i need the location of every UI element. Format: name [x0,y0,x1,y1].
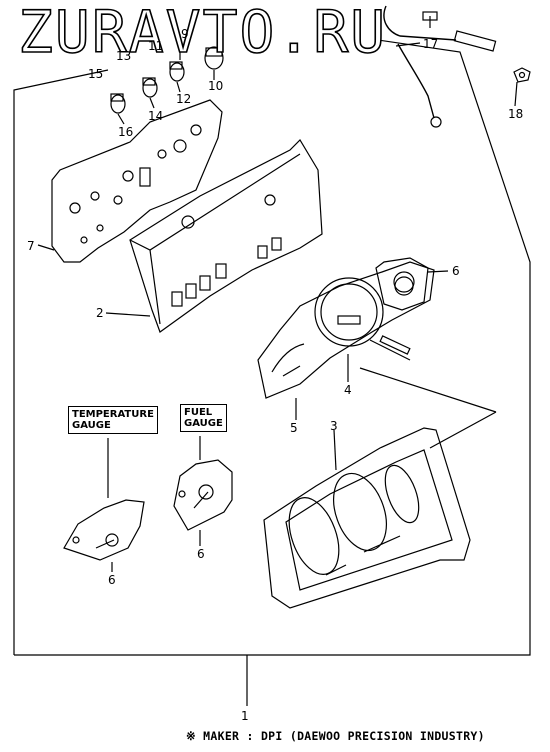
callout-11: 11 [148,39,164,53]
leader-12 [176,81,181,93]
leader-bezel-b [429,411,497,449]
callout-14: 14 [148,109,164,123]
callout-10: 10 [208,79,224,93]
leader-bezel-a [359,367,497,413]
callout-7: 7 [27,239,35,253]
leader-17 [395,42,421,47]
callout-2: 2 [96,306,104,320]
callout-5: 5 [290,421,298,435]
combination-gauge-right [375,257,429,311]
callout-4: 4 [344,383,352,397]
maker-note: ※ MAKER : DPI (DAEWOO PRECISION INDUSTRY… [186,729,485,743]
temperature-gauge-part [63,499,145,561]
callout-9: 9 [181,27,189,41]
leader-16 [117,113,125,125]
callout-13: 13 [116,49,132,63]
watermark: ZURAVTO.RU [17,0,388,66]
callout-16: 16 [118,125,134,139]
cable-nut [513,67,531,83]
speedometer-meter-assembly [257,261,435,399]
callout-18: 18 [508,107,524,121]
speedometer-cable [383,5,497,128]
bulb-sockets [110,46,224,114]
temperature-gauge-label: TEMPERATURE GAUGE [68,406,158,434]
callout-15: 15 [88,67,104,81]
callout-6-fuel: 6 [197,547,205,561]
leader-6a [427,270,449,273]
leader-2 [105,312,151,317]
callout-3: 3 [330,419,338,433]
instrument-case [129,139,323,333]
leader-3 [333,429,337,471]
assembly-frame-right [14,39,531,656]
leader-18 [514,81,518,107]
leader-7 [37,244,55,251]
meter-glass-bezel [263,427,471,609]
printed-circuit-board [51,99,223,263]
callout-17: 17 [423,37,439,51]
callout-6-right: 6 [452,264,460,278]
callout-1: 1 [241,709,249,723]
callout-6-temp: 6 [108,573,116,587]
fuel-gauge-part [173,459,233,531]
leader-14 [149,97,155,109]
assembly-frame [13,69,109,655]
callout-12: 12 [176,92,192,106]
fuel-gauge-label: FUEL GAUGE [180,404,227,432]
